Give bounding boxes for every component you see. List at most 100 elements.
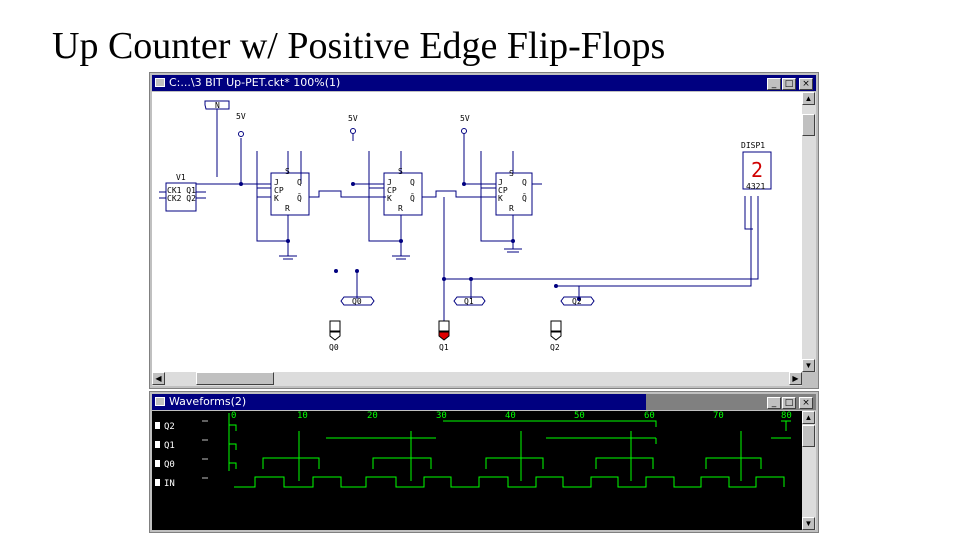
supply-terminal (238, 131, 244, 137)
scroll-up-button[interactable]: ▲ (802, 411, 815, 424)
minimize-button[interactable]: _ (767, 78, 781, 90)
v1-label: V1 (176, 173, 186, 182)
close-button[interactable]: × (799, 78, 813, 90)
level-dash (202, 420, 208, 479)
signal-name-q1: Q1 (164, 441, 175, 451)
waveform-title: Waveforms(2) (169, 395, 247, 408)
ff1-r: R (285, 204, 290, 213)
scroll-up-button[interactable]: ▲ (802, 92, 815, 105)
wire (392, 255, 410, 260)
junction-dot (334, 269, 338, 273)
wire (464, 183, 496, 189)
clock-edges (298, 431, 742, 481)
display-digit: 2 (751, 158, 763, 182)
maximize-button[interactable]: □ (782, 397, 796, 409)
time-tick: 40 (505, 411, 516, 421)
ff3-q: Q (522, 178, 527, 187)
junction-dot (554, 284, 558, 288)
probe-box (550, 320, 562, 332)
ff2-cp: CP (387, 186, 397, 195)
wire (257, 187, 271, 198)
ff3-cp: CP (498, 186, 508, 195)
ff1-k: K (274, 194, 279, 203)
junction-dot (469, 277, 473, 281)
junction-dot (355, 269, 359, 273)
scroll-right-button[interactable]: ▶ (789, 372, 802, 385)
bus-tag-q2: Q2 (572, 297, 582, 306)
probe-label-q0: Q0 (329, 343, 339, 352)
waveform-in (234, 476, 785, 488)
scroll-left-button[interactable]: ◀ (152, 372, 165, 385)
wire (279, 255, 297, 260)
ff2-q: Q (410, 178, 415, 187)
time-tick: 60 (644, 411, 655, 421)
ff2-j: J (387, 178, 392, 187)
wire (368, 151, 401, 242)
time-tick: 70 (713, 411, 724, 421)
scroll-thumb[interactable] (802, 425, 815, 447)
waveform-q1 (229, 437, 791, 450)
schematic-vscroll[interactable]: ▲ ▼ (802, 92, 816, 372)
wire (556, 196, 752, 287)
junction-dot (351, 182, 355, 186)
signal-marker (155, 460, 160, 467)
signal-marker (155, 441, 160, 448)
junction-dot (462, 182, 466, 186)
v1-ck2-label: CK2 Q2 (167, 194, 196, 203)
schematic-window[interactable]: C:...\3 BIT Up-PET.ckt* 100%(1) _ □ × (149, 72, 819, 389)
signal-marker (155, 479, 160, 486)
ff1-qbar: Q̄ (297, 194, 302, 203)
time-tick: 0 (231, 411, 237, 421)
scroll-thumb[interactable] (196, 372, 274, 385)
maximize-button[interactable]: □ (782, 78, 796, 90)
app-icon (155, 78, 165, 87)
schematic-titlebar[interactable]: C:...\3 BIT Up-PET.ckt* 100%(1) _ □ × (152, 75, 816, 91)
display-label: DISP1 (741, 141, 766, 150)
n-tag: N (215, 101, 220, 110)
ff2-s: S (398, 167, 403, 176)
ff3-j: J (498, 178, 503, 187)
ff1-j: J (274, 178, 279, 187)
time-tick: 80 (781, 411, 792, 421)
waveform-q2 (229, 420, 791, 431)
waveform-titlebar-inactive[interactable]: _ □ × (646, 394, 816, 410)
wire (560, 296, 595, 306)
waveform-window[interactable]: Waveforms(2) _ □ × (149, 391, 819, 533)
scroll-thumb[interactable] (802, 114, 815, 136)
scroll-down-button[interactable]: ▼ (802, 517, 815, 530)
waveform-plot (155, 413, 791, 488)
time-tick: 50 (574, 411, 585, 421)
wire (340, 296, 375, 306)
waveform-canvas[interactable]: Q2 Q1 Q0 IN 0 10 20 30 40 50 60 70 80 (152, 411, 802, 530)
supply-label: 5V (348, 114, 358, 123)
supply-label: 5V (460, 114, 470, 123)
flip-flop-2 (383, 172, 423, 216)
signal-name-in: IN (164, 479, 175, 489)
ff3-k: K (498, 194, 503, 203)
waveform-titlebar[interactable]: Waveforms(2) (152, 394, 646, 410)
wire (256, 151, 288, 242)
wire (744, 196, 753, 230)
bus-tag-q0: Q0 (352, 297, 362, 306)
wire (204, 100, 230, 110)
junction-dot (239, 182, 243, 186)
waveform-vscroll[interactable]: ▲ ▼ (802, 411, 816, 530)
scroll-down-button[interactable]: ▼ (802, 359, 815, 372)
junction-dot (399, 239, 403, 243)
supply-terminal (350, 128, 356, 134)
probe-led-q1 (438, 331, 450, 341)
probe-label-q2: Q2 (550, 343, 560, 352)
clock-source (165, 182, 197, 212)
ff3-r: R (509, 204, 514, 213)
probe-led-q2 (550, 331, 562, 341)
signal-name-q2: Q2 (164, 422, 175, 432)
ff1-cp: CP (274, 186, 284, 195)
ff2-k: K (387, 194, 392, 203)
schematic-hscroll[interactable]: ◀ ▶ (152, 372, 802, 386)
supply-terminal (461, 128, 467, 134)
minimize-button[interactable]: _ (767, 397, 781, 409)
schematic-canvas[interactable]: 2 N V1 CK1 Q1 CK2 Q2 5V 5V 5V S J CP K Q… (152, 92, 802, 372)
wire (444, 196, 759, 280)
schematic-title: C:...\3 BIT Up-PET.ckt* 100%(1) (169, 76, 341, 89)
close-button[interactable]: × (799, 397, 813, 409)
